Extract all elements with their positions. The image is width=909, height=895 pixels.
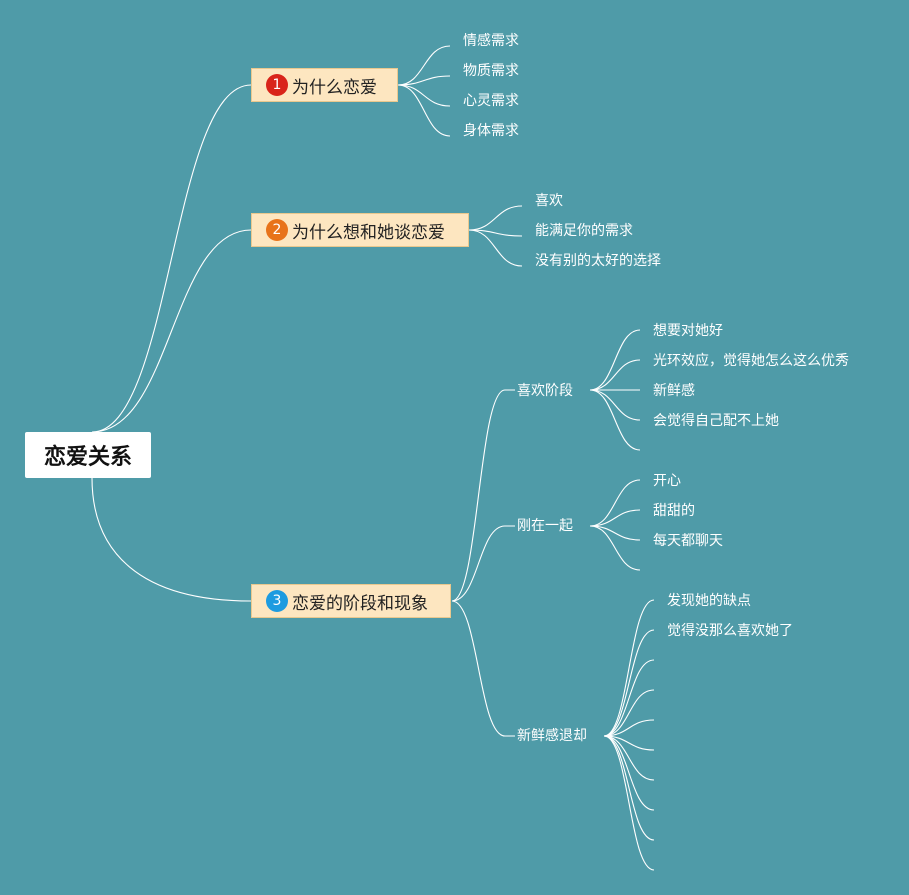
leaf-happy[interactable]: 开心 xyxy=(653,473,681,489)
sub2-leaf-link-4 xyxy=(589,525,641,571)
branch2-leaf-link-1 xyxy=(468,205,523,231)
branch1-leaf-link-4 xyxy=(397,84,451,137)
leaf-spiritual-need[interactable]: 心灵需求 xyxy=(463,93,519,109)
sub3-leaf-link-10 xyxy=(603,735,655,871)
leaf-halo-effect[interactable]: 光环效应，觉得她怎么这么优秀 xyxy=(653,353,849,369)
leaf-like[interactable]: 喜欢 xyxy=(535,193,563,209)
branch-why-love[interactable]: 1 为什么恋爱 xyxy=(251,68,398,102)
root-link-3 xyxy=(91,477,252,602)
sub3-leaf-link-7 xyxy=(603,735,655,781)
leaf-sweet[interactable]: 甜甜的 xyxy=(653,503,695,519)
leaf-no-better-choice[interactable]: 没有别的太好的选择 xyxy=(535,253,661,269)
sub1-leaf-link-5 xyxy=(589,389,641,451)
sub1-leaf-link-1 xyxy=(589,329,641,391)
branch-label: 恋爱的阶段和现象 xyxy=(292,593,428,614)
branch1-leaf-link-2 xyxy=(397,75,451,86)
sub3-leaf-link-2 xyxy=(603,629,655,737)
sub2-leaf-link-2 xyxy=(589,509,641,527)
leaf-find-flaws[interactable]: 发现她的缺点 xyxy=(667,593,751,609)
sub3-leaf-link-8 xyxy=(603,735,655,811)
sub2-leaf-link-1 xyxy=(589,479,641,527)
subtopic-just-together[interactable]: 刚在一起 xyxy=(517,518,573,534)
root-topic[interactable]: 恋爱关系 xyxy=(25,432,151,478)
leaf-like-less[interactable]: 觉得没那么喜欢她了 xyxy=(667,623,793,639)
leaf-emotional-need[interactable]: 情感需求 xyxy=(463,33,519,49)
branch3-sub-link-1 xyxy=(451,389,515,602)
branch2-leaf-link-3 xyxy=(468,229,523,267)
leaf-novelty[interactable]: 新鲜感 xyxy=(653,383,695,399)
root-link-1 xyxy=(91,84,252,433)
number-badge-3: 3 xyxy=(266,590,288,612)
root-link-2 xyxy=(91,229,252,433)
branch-label: 为什么想和她谈恋爱 xyxy=(292,222,445,243)
sub3-leaf-link-4 xyxy=(603,689,655,737)
leaf-meets-needs[interactable]: 能满足你的需求 xyxy=(535,223,633,239)
leaf-physical-need[interactable]: 身体需求 xyxy=(463,123,519,139)
branch-stages[interactable]: 3 恋爱的阶段和现象 xyxy=(251,584,451,618)
number-badge-1: 1 xyxy=(266,74,288,96)
branch-label: 为什么恋爱 xyxy=(292,77,377,98)
sub3-leaf-link-5 xyxy=(603,719,655,737)
subtopic-novelty-fades[interactable]: 新鲜感退却 xyxy=(517,728,587,744)
sub3-leaf-link-9 xyxy=(603,735,655,841)
sub1-leaf-link-4 xyxy=(589,389,641,421)
branch-why-her[interactable]: 2 为什么想和她谈恋爱 xyxy=(251,213,469,247)
subtopic-like-stage[interactable]: 喜欢阶段 xyxy=(517,383,573,399)
sub1-leaf-link-2 xyxy=(589,359,641,391)
sub3-leaf-link-1 xyxy=(603,599,655,737)
leaf-not-good-enough[interactable]: 会觉得自己配不上她 xyxy=(653,413,779,429)
branch3-sub-link-3 xyxy=(451,600,515,737)
branch1-leaf-link-3 xyxy=(397,84,451,107)
branch1-leaf-link-1 xyxy=(397,45,451,86)
leaf-want-to-be-good[interactable]: 想要对她好 xyxy=(653,323,723,339)
leaf-chat-daily[interactable]: 每天都聊天 xyxy=(653,533,723,549)
leaf-material-need[interactable]: 物质需求 xyxy=(463,63,519,79)
number-badge-2: 2 xyxy=(266,219,288,241)
branch3-sub-link-2 xyxy=(451,525,515,602)
sub3-leaf-link-3 xyxy=(603,659,655,737)
